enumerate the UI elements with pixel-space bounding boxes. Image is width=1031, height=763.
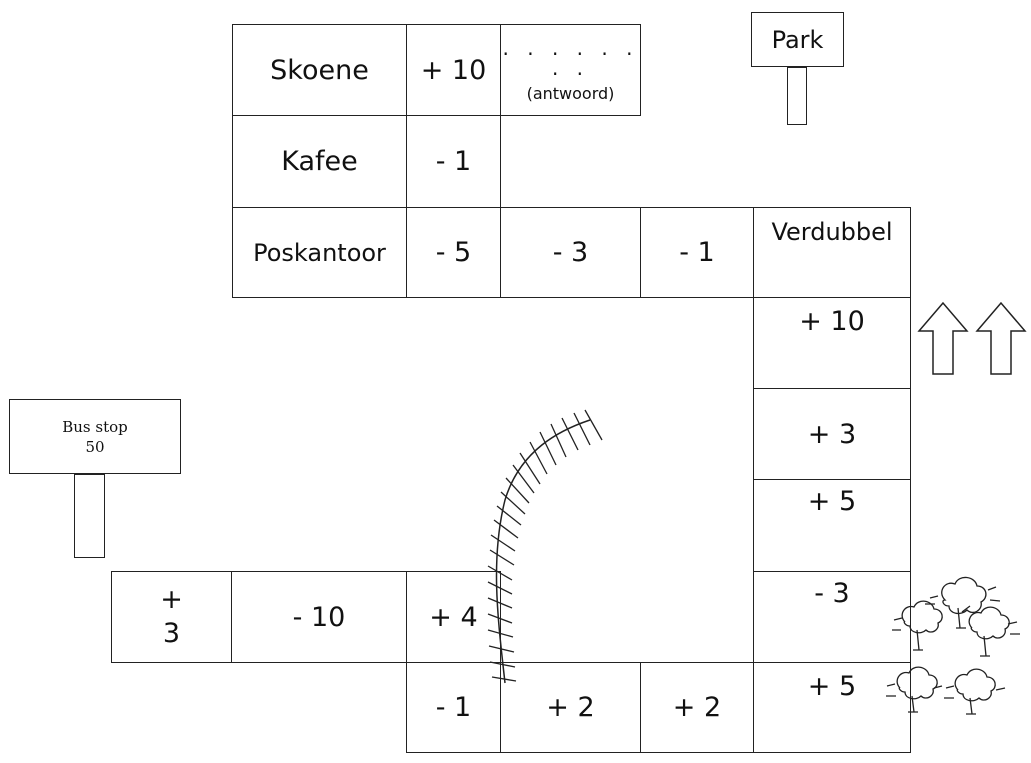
bottom-cell-plus3: + 3 (111, 571, 232, 663)
answer-hint: (antwoord) (526, 83, 615, 103)
park-sign-label: Park (771, 25, 824, 54)
tree-icon (886, 576, 1020, 715)
bus-stop-number: 50 (85, 437, 105, 456)
right-cell-plus5: + 5 (753, 479, 911, 572)
cell-minus3: - 3 (500, 207, 641, 298)
right-cell-plus5-bottom: + 5 (753, 662, 911, 753)
bottom-cell-plus4: + 4 (406, 571, 501, 663)
park-sign-post (787, 67, 807, 125)
answer-dots: . . . . . . . . (502, 35, 639, 80)
cell-poskantoor: Poskantoor (232, 207, 407, 298)
bus-stop-label: Bus stop (62, 417, 128, 436)
answer-box[interactable]: . . . . . . . . (antwoord) (500, 24, 641, 116)
cell-skoene: Skoene (232, 24, 407, 116)
cell-kafee-value: - 1 (406, 115, 501, 208)
bottom-cell-plus2-a: + 2 (500, 662, 641, 753)
up-arrow-icon (975, 301, 1027, 375)
railway-track-icon (487, 409, 603, 684)
bottom-cell-plus2-b: + 2 (640, 662, 754, 753)
cell-kafee: Kafee (232, 115, 407, 208)
up-arrow-icon (917, 301, 969, 375)
right-cell-minus3: - 3 (753, 571, 911, 663)
right-cell-plus10: + 10 (753, 297, 911, 389)
cell-verdubbel: Verdubbel (753, 207, 911, 298)
right-cell-plus3: + 3 (753, 388, 911, 480)
bus-stop-post (74, 474, 105, 558)
bus-stop-sign: Bus stop 50 (9, 399, 181, 474)
park-sign: Park (751, 12, 844, 67)
